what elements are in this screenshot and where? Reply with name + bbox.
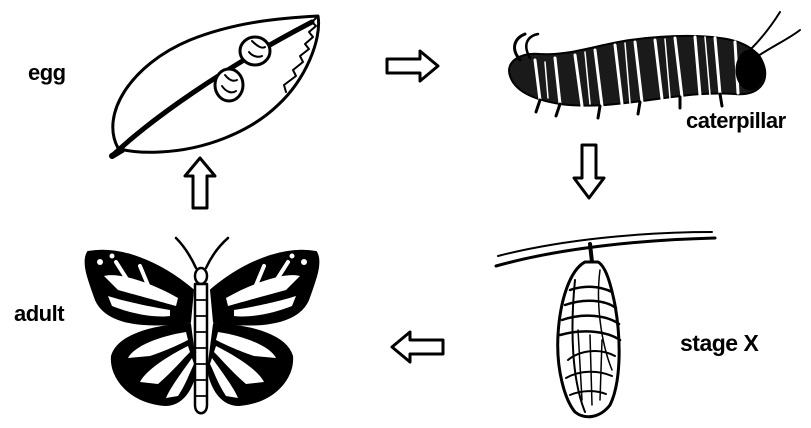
butterfly-icon (86, 238, 319, 413)
adult-label: adult (14, 301, 64, 327)
leaf-with-eggs-icon (112, 16, 319, 156)
egg-label: egg (28, 60, 66, 86)
caterpillar-label: caterpillar (686, 108, 786, 134)
arrow-left-icon (392, 332, 443, 362)
arrow-down-icon (574, 145, 604, 198)
caterpillar-icon (509, 12, 800, 118)
arrow-up-icon (185, 158, 215, 208)
arrow-right-icon (387, 51, 438, 81)
chrysalis-icon (496, 232, 715, 417)
stage-x-label: stage X (680, 330, 758, 357)
